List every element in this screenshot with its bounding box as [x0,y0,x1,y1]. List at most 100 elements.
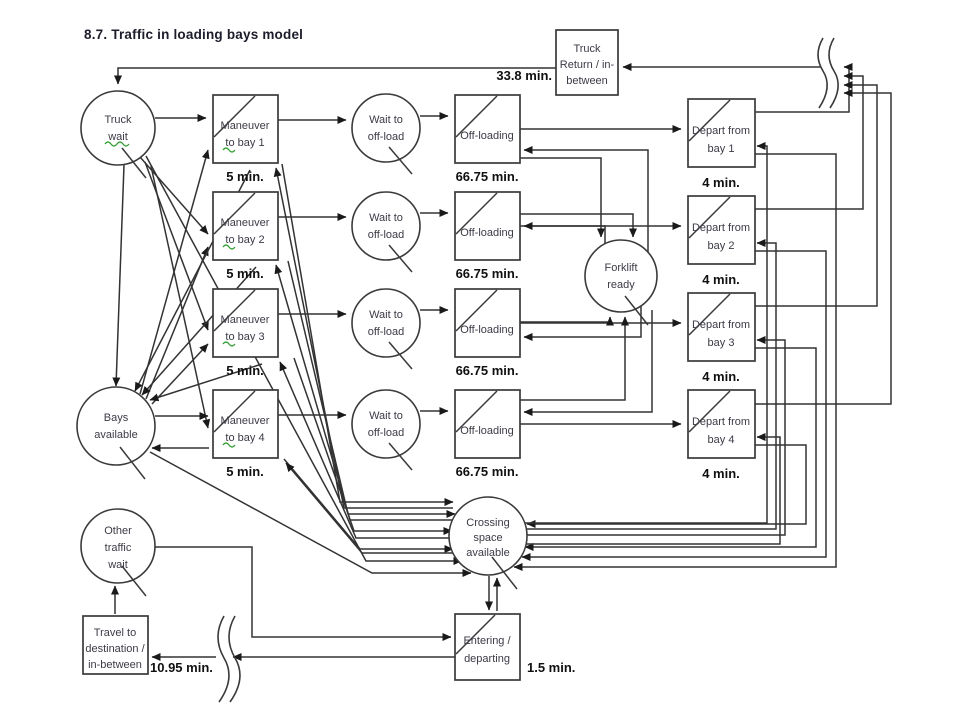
activity-depart-1: Depart from bay 1 [687,98,756,168]
svg-text:Entering /: Entering / [463,635,511,647]
activity-depart-3: Depart from bay 3 [687,292,756,362]
queue-tick [491,556,518,590]
svg-text:destination /: destination / [85,643,145,655]
page-title: 8.7. Traffic in loading bays model [84,27,304,42]
time-label-depart-1: 4 min. [702,175,740,190]
activity-entering-departing: Entering / departing [454,613,521,681]
activity-travel-destination: Travel to destination / in-between [82,615,149,675]
svg-text:Wait to: Wait to [369,410,403,422]
activity-slash [213,390,256,433]
time-label-maneuver-2: 5 min. [226,266,264,281]
svg-text:wait: wait [107,559,128,571]
svg-text:Depart from: Depart from [692,319,750,331]
svg-text:Off-loading: Off-loading [460,227,514,239]
svg-text:Maneuver: Maneuver [221,415,270,427]
svg-text:bay 2: bay 2 [708,240,735,252]
queue-tick [121,565,147,597]
time-label-maneuver-3: 5 min. [226,363,264,378]
svg-text:Depart from: Depart from [692,125,750,137]
queue-tick [119,446,146,480]
time-label-entering-departing: 1.5 min. [527,660,575,675]
svg-text:Return / in-: Return / in- [560,59,615,71]
activity-slash [688,99,731,142]
svg-text:Wait to: Wait to [369,212,403,224]
time-label-depart-3: 4 min. [702,369,740,384]
queue-tick [388,341,413,370]
activity-offloading-1: Off-loading [454,94,521,164]
activity-offloading-4: Off-loading [454,389,521,459]
time-label-maneuver-4: 5 min. [226,464,264,479]
activity-offloading-2: Off-loading [454,191,521,261]
svg-text:Off-loading: Off-loading [460,425,514,437]
time-label-offloading-1: 66.75 min. [456,169,519,184]
activity-slash [688,293,731,336]
time-label-offloading-4: 66.75 min. [456,464,519,479]
svg-text:wait: wait [107,131,128,143]
svg-text:bay 4: bay 4 [708,434,735,446]
svg-text:Depart from: Depart from [692,222,750,234]
activity-offloading-3: Off-loading [454,288,521,358]
activity-maneuver-1: Maneuver to bay 1 [212,94,279,164]
svg-text:Truck: Truck [104,114,132,126]
queue-bays-available: Bays available [76,386,156,480]
activity-depart-2: Depart from bay 2 [687,195,756,265]
svg-text:Maneuver: Maneuver [221,217,270,229]
svg-text:available: available [466,547,509,559]
svg-text:Off-loading: Off-loading [460,130,514,142]
time-label-travel-destination: 10.95 min. [150,660,213,675]
svg-text:Crossing: Crossing [466,517,509,529]
svg-text:off-load: off-load [368,427,405,439]
svg-text:between: between [566,75,608,87]
spellcheck-underline [222,147,236,153]
svg-text:Off-loading: Off-loading [460,324,514,336]
queue-crossing-space: Crossing space available [448,496,528,590]
svg-text:to bay 1: to bay 1 [225,137,264,149]
svg-text:in-between: in-between [88,659,142,671]
svg-text:Maneuver: Maneuver [221,120,270,132]
svg-text:to bay 3: to bay 3 [225,331,264,343]
activity-depart-4: Depart from bay 4 [687,389,756,459]
activity-slash [455,614,496,655]
activity-slash [688,390,731,433]
activity-slash [455,95,498,138]
svg-text:bay 3: bay 3 [708,337,735,349]
activity-slash [213,95,256,138]
queue-tick [121,147,147,179]
svg-text:to bay 4: to bay 4 [225,432,264,444]
queue-tick [388,146,413,175]
svg-text:Other: Other [104,525,132,537]
svg-text:traffic: traffic [105,542,132,554]
svg-text:to bay 2: to bay 2 [225,234,264,246]
activity-maneuver-4: Maneuver to bay 4 [212,389,279,459]
activity-slash [213,289,256,332]
queue-tick [624,295,649,326]
svg-text:bay 1: bay 1 [708,143,735,155]
break-mark-bottom-icon [217,615,241,703]
svg-text:Forklift: Forklift [605,262,638,274]
svg-text:ready: ready [607,279,635,291]
time-label-depart-4: 4 min. [702,466,740,481]
svg-text:Depart from: Depart from [692,416,750,428]
queue-wait-offload-2: Wait to off-load [351,191,421,273]
svg-text:Wait to: Wait to [369,114,403,126]
queue-wait-offload-1: Wait to off-load [351,93,421,175]
svg-text:available: available [94,429,137,441]
svg-text:off-load: off-load [368,229,405,241]
connector-lines [111,63,892,661]
queue-truck-wait: Truck wait [80,90,156,179]
queue-wait-offload-4: Wait to off-load [351,389,421,471]
svg-text:off-load: off-load [368,131,405,143]
spellcheck-underline [222,341,236,347]
time-label-offloading-2: 66.75 min. [456,266,519,281]
time-label-truck-return: 33.8 min. [496,68,552,83]
activity-slash [455,289,498,332]
queue-other-traffic-wait: Other traffic wait [80,508,156,597]
svg-text:Travel to: Travel to [94,627,136,639]
activity-slash [455,390,498,433]
time-label-maneuver-1: 5 min. [226,169,264,184]
svg-text:Truck: Truck [573,43,601,55]
spellcheck-underline [222,244,236,250]
queue-wait-offload-3: Wait to off-load [351,288,421,370]
